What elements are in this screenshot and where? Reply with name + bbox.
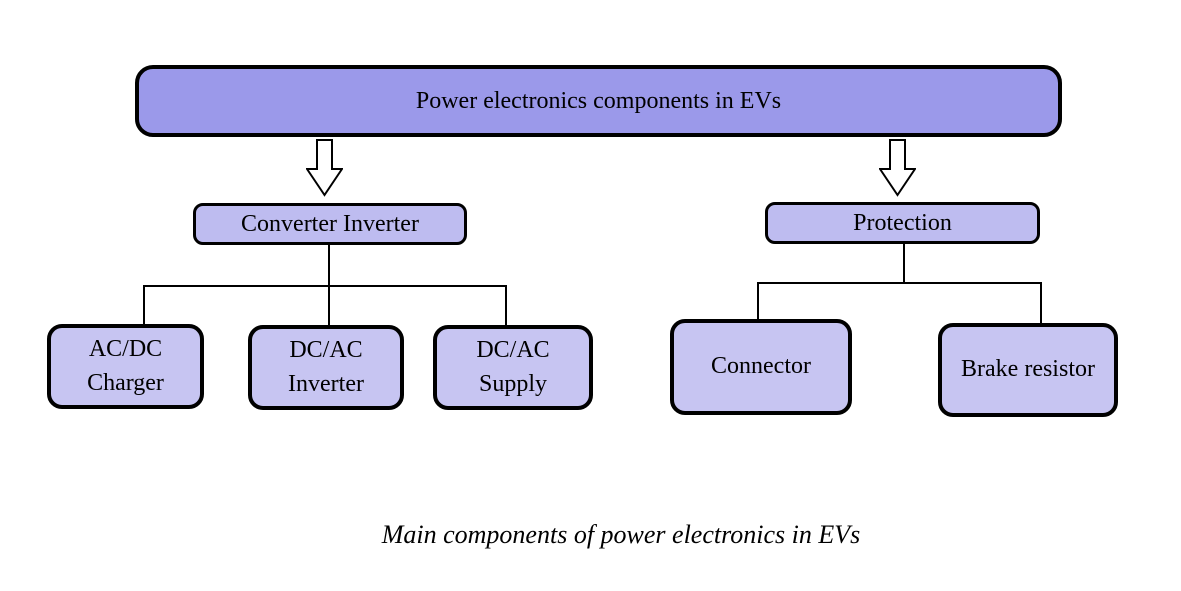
node-dcac-inverter: DC/AC Inverter [248, 325, 404, 410]
wire-converter-stem [328, 245, 330, 285]
down-arrow-icon [306, 139, 343, 197]
wire-protection-rail [757, 282, 1042, 284]
node-dcac-inverter-line2: Inverter [288, 370, 364, 397]
node-connector: Connector [670, 319, 852, 415]
node-acdc-charger: AC/DC Charger [47, 324, 204, 409]
node-protection: Protection [765, 202, 1040, 244]
diagram-caption: Main components of power electronics in … [381, 520, 861, 549]
node-dcac-inverter-line1: DC/AC [289, 336, 363, 363]
node-acdc-charger-line1: AC/DC [88, 335, 163, 362]
node-converter-inverter: Converter Inverter [193, 203, 467, 245]
node-acdc-charger-line2: Charger [87, 369, 164, 396]
node-brake-resistor: Brake resistor [938, 323, 1118, 417]
down-arrow-icon [879, 139, 916, 197]
node-dcac-supply: DC/AC Supply [433, 325, 593, 410]
wire-drop-dcac-supply [505, 285, 507, 325]
node-root-power-electronics: Power electronics components in EVs [135, 65, 1062, 137]
wire-drop-connector [757, 282, 759, 319]
node-converter-inverter-label: Converter Inverter [241, 210, 419, 237]
node-dcac-supply-line2: Supply [478, 370, 547, 397]
node-connector-label: Connector [711, 353, 811, 380]
wire-protection-stem [903, 244, 905, 282]
wire-drop-acdc-charger [143, 285, 145, 324]
node-brake-resistor-label: Brake resistor [961, 356, 1095, 383]
wire-drop-brake-resistor [1040, 282, 1042, 323]
node-dcac-supply-line1: DC/AC [476, 336, 550, 363]
wire-converter-rail [143, 285, 507, 287]
wire-drop-dcac-inverter [328, 285, 330, 325]
node-root-label: Power electronics components in EVs [415, 87, 782, 114]
node-protection-label: Protection [853, 209, 952, 236]
